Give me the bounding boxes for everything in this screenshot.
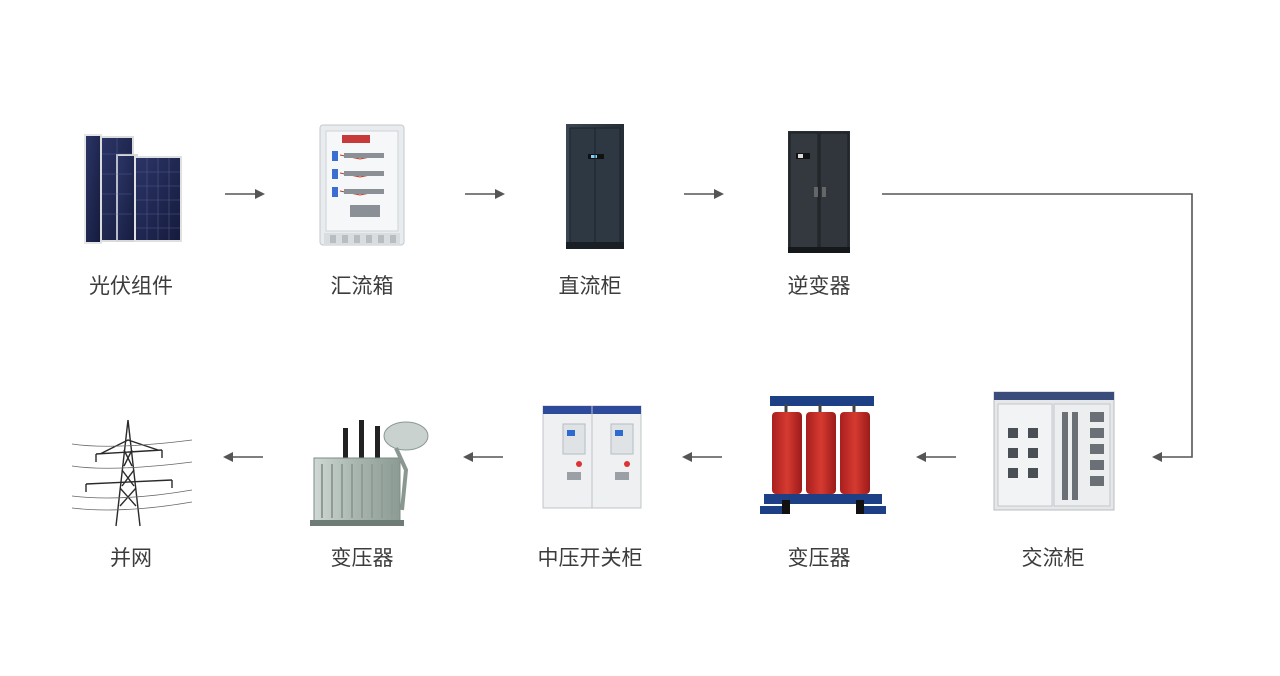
- label-inverter: 逆变器: [787, 274, 851, 298]
- oil-transformer-icon: [310, 420, 429, 526]
- mv-switchgear-icon: [542, 405, 642, 509]
- ac-cabinet-icon: [993, 391, 1115, 511]
- label-oil-transformer: 变压器: [330, 546, 394, 570]
- dry-transformer-icon: [760, 396, 886, 514]
- label-combiner-box: 汇流箱: [330, 274, 394, 298]
- label-mv-switchgear: 中压开关柜: [537, 546, 643, 570]
- label-grid-connection: 并网: [110, 546, 152, 570]
- label-ac-cabinet: 交流柜: [1021, 546, 1085, 570]
- dc-cabinet-icon: [566, 124, 624, 249]
- label-pv-modules: 光伏组件: [89, 274, 173, 298]
- flow-arrows: [223, 189, 1193, 462]
- solar-panel-icon: [84, 134, 182, 244]
- transmission-tower-icon: [71, 419, 193, 527]
- label-dc-cabinet: 直流柜: [558, 274, 622, 298]
- inverter-icon: [788, 131, 850, 253]
- combiner-box-icon: [319, 124, 405, 246]
- label-dry-transformer: 变压器: [787, 546, 851, 570]
- arrow-inverter-to-ac-cabinet: [882, 193, 1193, 462]
